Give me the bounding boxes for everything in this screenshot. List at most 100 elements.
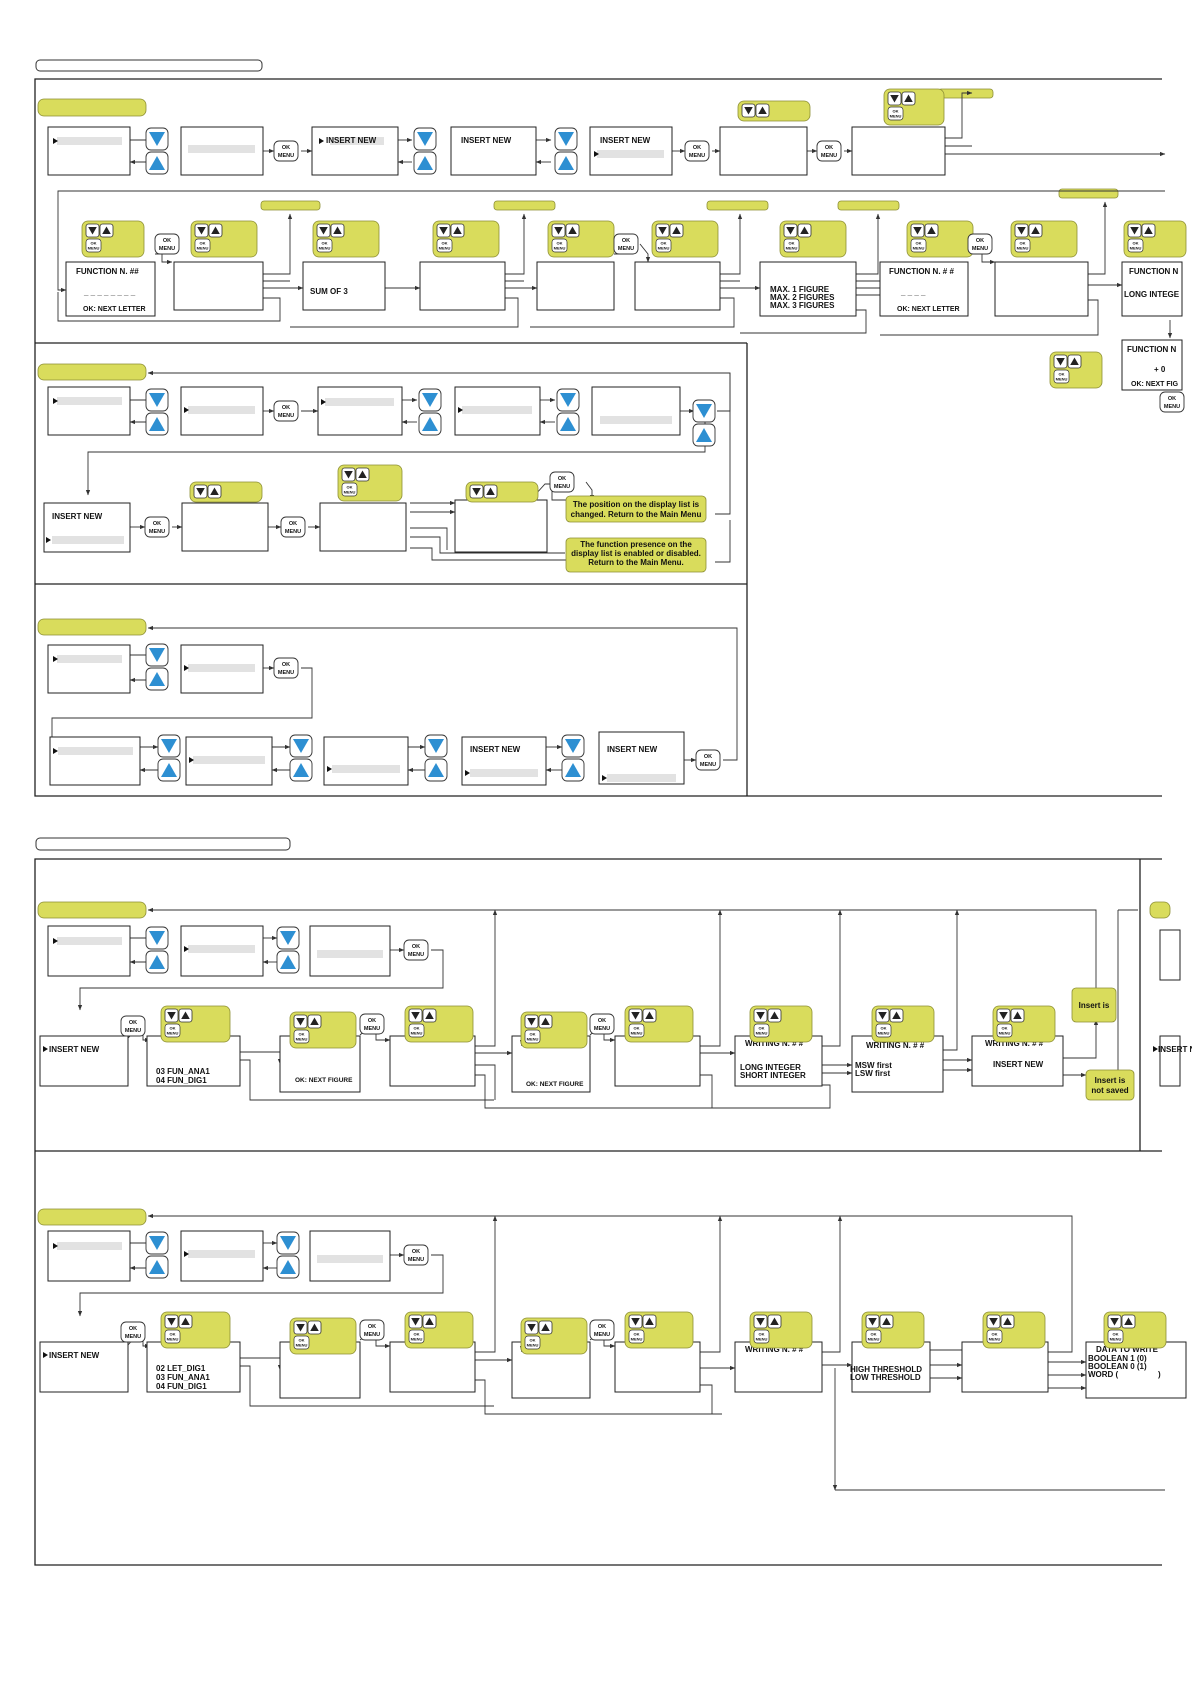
- down-arrow-button-icon[interactable]: [276, 926, 300, 950]
- svg-text:MENU: MENU: [689, 153, 705, 159]
- screen-low-threshold: LOW THRESHOLD: [850, 1373, 921, 1382]
- svg-text:MENU: MENU: [285, 529, 301, 535]
- up-arrow-button-icon[interactable]: [554, 151, 578, 175]
- svg-text:MENU: MENU: [149, 529, 165, 535]
- up-arrow-button-icon[interactable]: [289, 758, 313, 782]
- down-arrow-button-icon[interactable]: [276, 1231, 300, 1255]
- down-arrow-button-icon[interactable]: [561, 734, 585, 758]
- svg-text:not saved: not saved: [1091, 1086, 1128, 1095]
- screen-msw-first: MSW first: [855, 1061, 892, 1070]
- down-arrow-button-icon[interactable]: [145, 388, 169, 412]
- up-arrow-button-icon[interactable]: [145, 1255, 169, 1279]
- down-arrow-button-icon[interactable]: [157, 734, 181, 758]
- down-arrow-button-icon[interactable]: [556, 388, 580, 412]
- small-up-arrow-icon: [207, 484, 222, 499]
- small-down-arrow-icon: [628, 1314, 643, 1329]
- up-arrow-button-icon[interactable]: [561, 758, 585, 782]
- screen-plus-zero: + 0: [1154, 365, 1166, 374]
- down-arrow-button-icon[interactable]: [554, 127, 578, 151]
- small-down-arrow-icon: [1053, 354, 1068, 369]
- small-up-arrow-icon: [1000, 1314, 1015, 1329]
- up-arrow-button-icon[interactable]: [276, 950, 300, 974]
- small-down-arrow-icon: [741, 103, 756, 118]
- down-arrow-button-icon[interactable]: [289, 734, 313, 758]
- down-arrow-button-icon[interactable]: [418, 388, 442, 412]
- down-arrow-button-icon[interactable]: [424, 734, 448, 758]
- up-arrow-button-icon[interactable]: [424, 758, 448, 782]
- up-arrow-button-icon[interactable]: [145, 950, 169, 974]
- up-arrow-button-icon[interactable]: [418, 412, 442, 436]
- svg-text:OK: OK: [200, 241, 206, 246]
- svg-text:changed. Return to the Main Me: changed. Return to the Main Menu: [571, 510, 702, 519]
- svg-text:MENU: MENU: [890, 114, 902, 119]
- svg-text:MENU: MENU: [999, 1031, 1011, 1036]
- small-down-arrow-icon: [753, 1008, 768, 1023]
- up-arrow-button-icon[interactable]: [276, 1255, 300, 1279]
- up-arrow-button-icon[interactable]: [145, 667, 169, 691]
- down-arrow-button-icon[interactable]: [413, 127, 437, 151]
- down-arrow-button-icon[interactable]: [145, 926, 169, 950]
- small-down-arrow-icon: [887, 91, 902, 106]
- up-arrow-button-icon[interactable]: [556, 412, 580, 436]
- svg-text:OK: OK: [759, 1332, 765, 1337]
- small-down-arrow-icon: [341, 467, 356, 482]
- up-arrow-button-icon[interactable]: [692, 423, 716, 447]
- down-arrow-button-icon[interactable]: [145, 1231, 169, 1255]
- svg-text:OK: OK: [558, 476, 566, 482]
- up-arrow-button-icon[interactable]: [145, 151, 169, 175]
- svg-text:MENU: MENU: [527, 1343, 539, 1348]
- svg-text:OK: OK: [412, 1249, 420, 1255]
- svg-text:MENU: MENU: [167, 1337, 179, 1342]
- svg-text:OK: OK: [1002, 1026, 1008, 1031]
- small-down-arrow-icon: [293, 1320, 308, 1335]
- key-group: [737, 100, 811, 122]
- screen-boolean-0: BOOLEAN 0 (1): [1088, 1362, 1147, 1371]
- small-down-arrow-icon: [469, 484, 484, 499]
- up-arrow-button-icon[interactable]: [413, 151, 437, 175]
- down-arrow-button-icon[interactable]: [692, 399, 716, 423]
- up-arrow-button-icon[interactable]: [145, 412, 169, 436]
- svg-text:OK: OK: [299, 1032, 305, 1037]
- flow-arrows: [49, 90, 1173, 1491]
- down-arrow-button-icon[interactable]: [145, 127, 169, 151]
- screen-writing-number: WRITING N. # #: [745, 1345, 804, 1354]
- down-arrow-button-icon[interactable]: [145, 643, 169, 667]
- up-arrow-button-icon[interactable]: [157, 758, 181, 782]
- small-up-arrow-icon: [1121, 1314, 1136, 1329]
- svg-text:OK: OK: [1020, 241, 1026, 246]
